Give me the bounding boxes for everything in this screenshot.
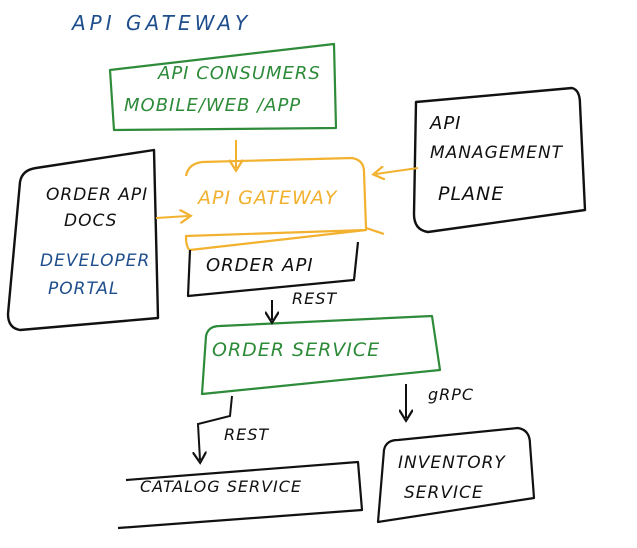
management-label-line1: API: [430, 113, 462, 134]
inventory-service-label-line1: INVENTORY: [398, 453, 506, 473]
catalog-service-label: CATALOG SERVICE: [140, 477, 303, 496]
order-service-label: ORDER SERVICE: [212, 339, 381, 361]
edge-label-rest-2: REST: [224, 425, 270, 444]
arrow-portal-to-gateway: [155, 216, 188, 218]
catalog-service-box: [117, 460, 364, 530]
diagram-title: API GATEWAY: [72, 11, 252, 35]
order-service-box: [200, 314, 442, 396]
arrow-management-to-gateway: [376, 168, 419, 174]
management-label-line3: PLANE: [438, 183, 505, 205]
portal-box: [6, 148, 160, 332]
portal-label-line1: ORDER API: [46, 185, 149, 205]
order-api-label: ORDER API: [206, 255, 314, 276]
inventory-service-label-line2: SERVICE: [404, 483, 484, 503]
edge-label-grpc: gRPC: [428, 385, 475, 404]
consumers-box: [108, 42, 338, 132]
arrow-orderservice-to-catalog: [198, 395, 233, 460]
consumers-label-line2: MOBILE/WEB /APP: [124, 95, 302, 116]
inventory-service-box: [376, 426, 536, 524]
management-label-line2: MANAGEMENT: [430, 143, 564, 163]
gateway-box: [184, 156, 385, 252]
portal-label-line4: PORTAL: [48, 279, 120, 299]
edge-label-rest-1: REST: [292, 289, 338, 308]
order-api-box: [186, 241, 360, 298]
portal-label-line3: DEVELOPER: [40, 251, 151, 271]
gateway-label: API GATEWAY: [198, 187, 338, 209]
portal-label-line2: DOCS: [64, 211, 118, 231]
management-box: [412, 86, 587, 234]
consumers-label-line1: API CONSUMERS: [158, 63, 321, 84]
